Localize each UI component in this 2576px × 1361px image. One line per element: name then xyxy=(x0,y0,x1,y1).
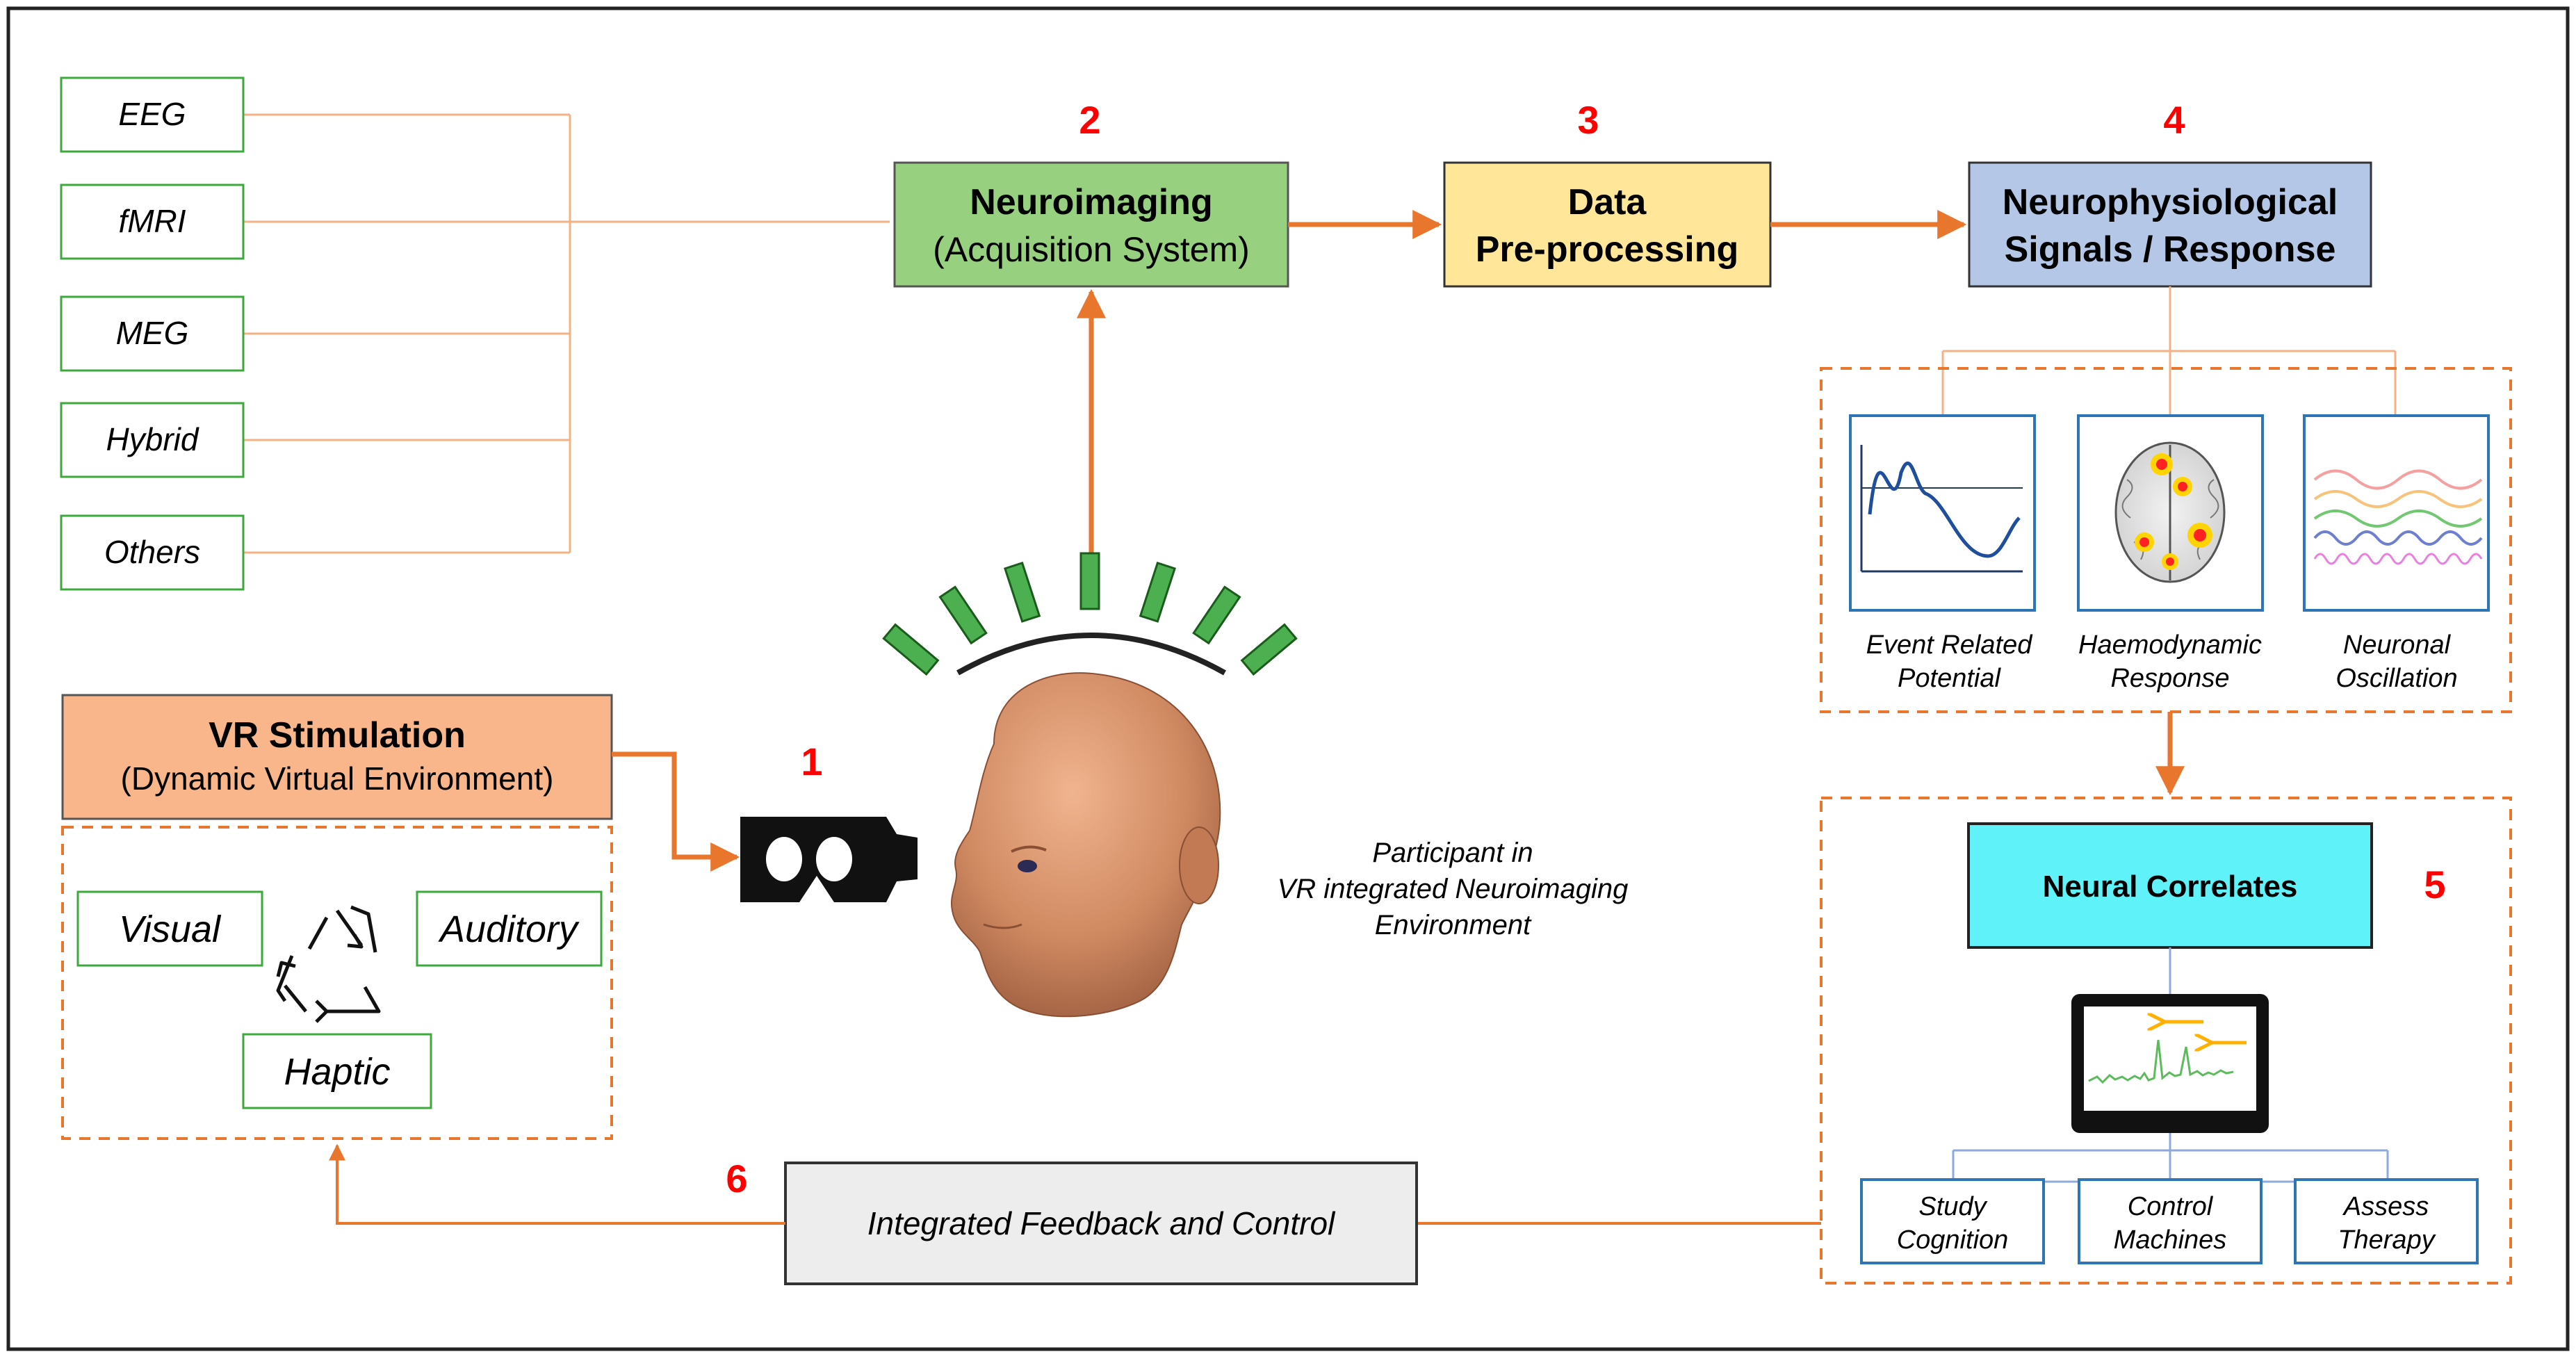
preprocessing-line1: Data xyxy=(1568,182,1647,222)
signals-line2: Signals / Response xyxy=(2005,229,2336,270)
feedback-arrow-to-vr xyxy=(329,1143,785,1225)
step-1-number: 1 xyxy=(801,740,822,783)
oscillation-label-line1: Neuronal xyxy=(2343,630,2452,660)
signals-box: Neurophysiological Signals / Response xyxy=(1968,161,2372,288)
step-numbers: 2 3 4 1 5 6 xyxy=(726,98,2445,1200)
modality-eeg: EEG xyxy=(60,76,245,153)
erp-label-line1: Event Related xyxy=(1866,630,2034,660)
cycle-icon xyxy=(276,905,381,1023)
haemodynamic-panel xyxy=(2077,414,2264,612)
vr-headset-icon xyxy=(740,817,918,902)
preprocessing-box: Data Pre-processing xyxy=(1443,161,1772,288)
erp-wave xyxy=(1868,462,2021,558)
modality-list: EEG fMRI MEG Hybrid Others xyxy=(60,76,245,591)
erp-label: Event Related Potential xyxy=(1866,630,2034,693)
sense-visual: Visual xyxy=(76,890,263,967)
haemodynamic-label-line2: Response xyxy=(2110,664,2229,693)
signals-line1: Neurophysiological xyxy=(2003,182,2338,222)
oscillation-panel xyxy=(2303,414,2490,612)
preprocessing-line2: Pre-processing xyxy=(1476,229,1739,270)
step-6-number: 6 xyxy=(726,1157,747,1200)
modality-meg-label: MEG xyxy=(116,315,189,351)
modality-others: Others xyxy=(60,514,245,591)
participant-caption-line1: Participant in xyxy=(1372,838,1533,868)
modality-fmri: fMRI xyxy=(60,184,245,260)
neural-correlates-label: Neural Correlates xyxy=(2043,870,2298,904)
main-flow-arrows xyxy=(1077,210,1967,553)
modality-others-label: Others xyxy=(104,534,200,570)
erp-label-line2: Potential xyxy=(1898,664,2001,693)
erp-panel xyxy=(1849,414,2036,612)
app-control-machines: Control Machines xyxy=(2078,1178,2263,1264)
modality-connectors xyxy=(243,113,890,554)
participant-caption-line3: Environment xyxy=(1375,910,1532,940)
participant-caption: Participant in VR integrated Neuroimagin… xyxy=(1278,838,1629,940)
participant-caption-line2: VR integrated Neuroimaging xyxy=(1278,874,1629,904)
app-study-cognition: Study Cognition xyxy=(1860,1178,2045,1264)
feedback-box: Integrated Feedback and Control xyxy=(784,1162,1418,1285)
modality-meg: MEG xyxy=(60,295,245,372)
haemodynamic-label-line1: Haemodynamic xyxy=(2078,630,2262,660)
modality-fmri-label: fMRI xyxy=(118,203,186,239)
modality-eeg-label: EEG xyxy=(118,96,186,132)
signal-types-connector xyxy=(1941,286,2397,416)
application-tree xyxy=(1952,1133,2389,1180)
sense-auditory: Auditory xyxy=(416,890,603,967)
sensor-arc-icon xyxy=(882,552,1298,676)
app-control-line2: Machines xyxy=(2114,1225,2227,1255)
step-5-number: 5 xyxy=(2424,863,2445,906)
neuroimaging-title: Neuroimaging xyxy=(970,182,1213,222)
feedback-label: Integrated Feedback and Control xyxy=(867,1205,1336,1241)
step-2-number: 2 xyxy=(1079,98,1100,142)
sense-visual-label: Visual xyxy=(119,908,222,950)
app-assess-therapy: Assess Therapy xyxy=(2294,1178,2479,1264)
oscillation-label-line2: Oscillation xyxy=(2335,664,2457,693)
app-assess-line2: Therapy xyxy=(2338,1225,2436,1255)
vr-to-headset-arrow xyxy=(612,751,740,872)
sense-haptic: Haptic xyxy=(242,1033,432,1109)
step-4-number: 4 xyxy=(2163,98,2185,142)
modality-hybrid: Hybrid xyxy=(60,402,245,478)
app-control-line1: Control xyxy=(2128,1192,2214,1221)
vr-stimulation-box: VR Stimulation (Dynamic Virtual Environm… xyxy=(61,694,613,820)
oscillation-label: Neuronal Oscillation xyxy=(2335,630,2457,693)
app-assess-line1: Assess xyxy=(2342,1192,2429,1221)
haemodynamic-label: Haemodynamic Response xyxy=(2078,630,2262,693)
app-study-line1: Study xyxy=(1918,1192,1987,1221)
vr-subtitle: (Dynamic Virtual Environment) xyxy=(121,760,554,797)
correlates-group xyxy=(1820,797,2512,1285)
modality-hybrid-label: Hybrid xyxy=(106,421,199,457)
signal-types-group xyxy=(1820,367,2512,713)
neural-correlates-box: Neural Correlates xyxy=(1967,822,2373,949)
vr-title: VR Stimulation xyxy=(209,715,466,756)
step-3-number: 3 xyxy=(1577,98,1599,142)
sense-auditory-label: Auditory xyxy=(438,908,580,950)
senses-group xyxy=(61,826,613,1140)
participant-head-icon xyxy=(951,672,1221,1018)
monitor-icon xyxy=(2071,994,2269,1133)
sense-haptic-label: Haptic xyxy=(284,1051,390,1093)
neuroimaging-box: Neuroimaging (Acquisition System) xyxy=(893,161,1289,288)
neuroimaging-subtitle: (Acquisition System) xyxy=(933,230,1250,269)
app-study-line2: Cognition xyxy=(1897,1225,2009,1255)
